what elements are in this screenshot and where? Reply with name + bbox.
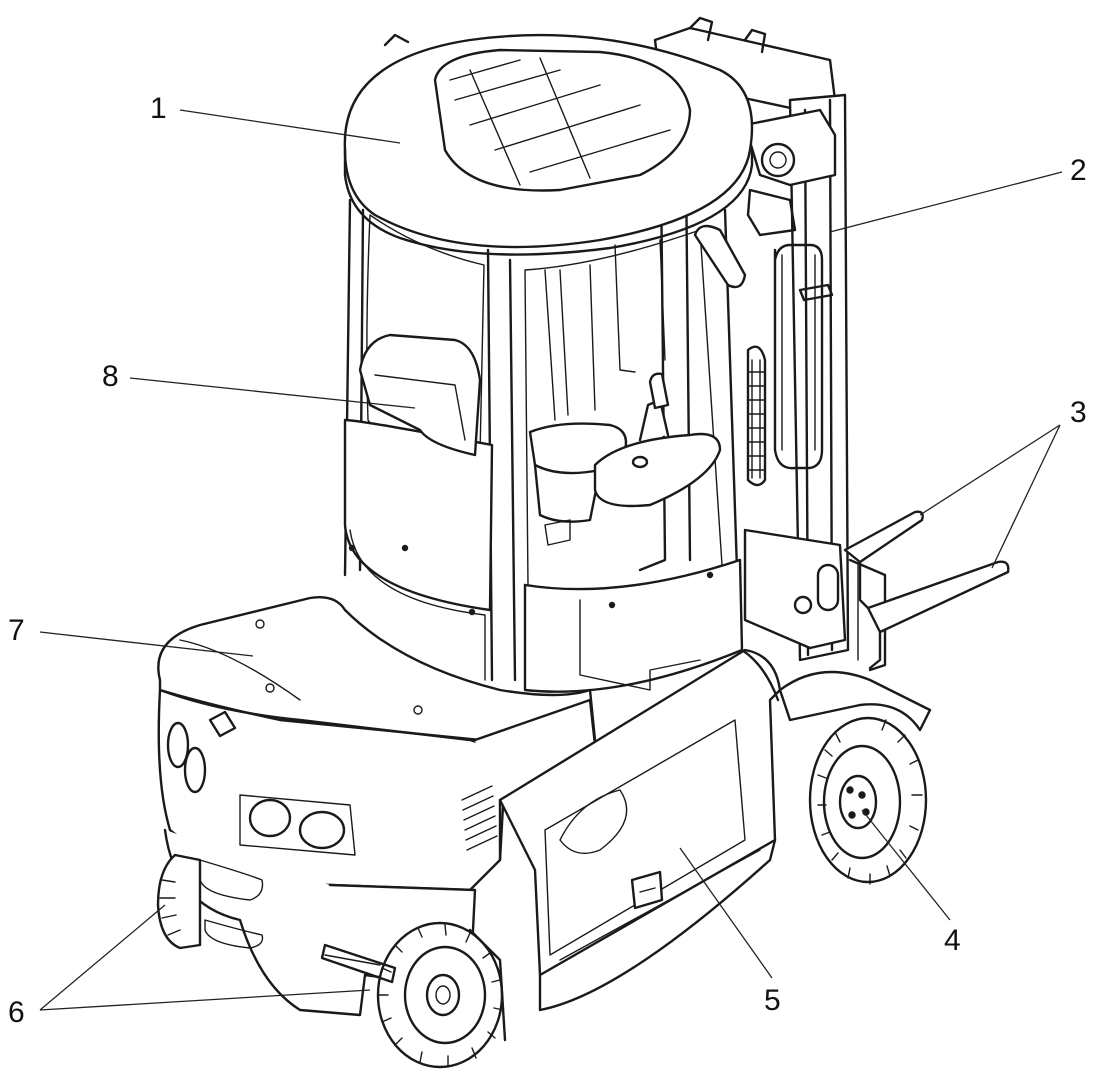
leader-line-8 — [129, 377, 416, 409]
leader-line-2 — [829, 171, 1063, 233]
leader-line-5 — [679, 847, 773, 979]
rear-wheels — [156, 853, 507, 1069]
leader-line-6b — [39, 989, 371, 1011]
leader-lines — [39, 109, 1063, 1011]
callout-3: 3 — [1070, 396, 1087, 429]
chassis — [498, 648, 782, 1012]
leader-line-3b — [991, 424, 1061, 569]
leader-line-6a — [39, 904, 166, 1011]
callout-7: 7 — [8, 614, 25, 647]
forks — [843, 510, 1010, 670]
leader-line-7 — [39, 631, 254, 657]
callout-labels: 1 2 3 4 5 6 7 8 — [8, 92, 1087, 1029]
callout-2: 2 — [1070, 154, 1087, 187]
callout-8: 8 — [102, 360, 119, 393]
callout-4: 4 — [944, 924, 961, 957]
front-wheel — [778, 670, 932, 885]
leader-line-4 — [861, 809, 951, 921]
leader-line-3a — [919, 424, 1061, 516]
callout-1: 1 — [150, 92, 167, 125]
overhead-guard — [343, 33, 754, 256]
leader-line-1 — [179, 109, 401, 144]
cab — [343, 198, 747, 693]
callout-6: 6 — [8, 996, 25, 1029]
callout-5: 5 — [764, 984, 781, 1017]
